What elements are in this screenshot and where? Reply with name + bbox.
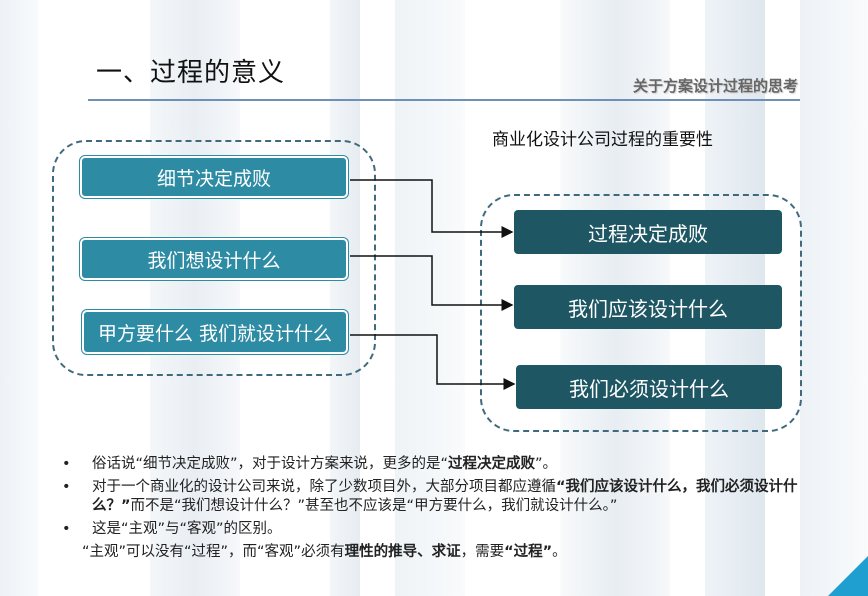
left-box-want-design: 我们想设计什么 bbox=[80, 238, 348, 280]
diagram-label: 商业化设计公司过程的重要性 bbox=[492, 130, 713, 150]
bullet-text: 而不是“我们想设计什么？”甚至也不应该是“甲方要什么，我们就设计什么。” bbox=[130, 498, 618, 514]
bullet-text: ”。 bbox=[535, 456, 558, 472]
bullet-emphasis: 过程决定成败 bbox=[448, 456, 536, 472]
left-box-details: 细节决定成败 bbox=[80, 156, 348, 198]
right-box-process: 过程决定成败 bbox=[514, 210, 782, 254]
right-box-must-design: 我们必须设计什么 bbox=[516, 365, 782, 409]
arrow-1 bbox=[350, 179, 514, 238]
left-group-outline bbox=[52, 140, 376, 376]
right-group-outline bbox=[480, 194, 802, 432]
bullet-item: • 对于一个商业化的设计公司来说，除了少数项目外，大部分项目都应遵循“我们应该设… bbox=[62, 478, 822, 516]
bullet-emphasis: “我们应该设计什么，我们必须设计什么？” bbox=[92, 479, 798, 514]
bullet-text: ，需要 bbox=[460, 544, 505, 560]
corner-accent bbox=[828, 556, 868, 596]
bullet-text: “主观”可以没有“过程”，而“客观”必须有 bbox=[82, 544, 345, 560]
page-subtitle: 关于方案设计过程的思考 bbox=[632, 77, 798, 95]
right-box-should-design: 我们应该设计什么 bbox=[514, 285, 782, 329]
bullet-marker: • bbox=[62, 456, 71, 472]
conclusion-line: “主观”可以没有“过程”，而“客观”必须有理性的推导、求证，需要“过程”。 bbox=[62, 543, 822, 562]
left-box-client-wants: 甲方要什么 我们就设计什么 bbox=[82, 310, 348, 354]
bullet-text: 对于一个商业化的设计公司来说，除了少数项目外，大部分项目都应遵循 bbox=[92, 479, 556, 495]
bullet-text: 。 bbox=[552, 544, 567, 560]
bullet-item: • 这是“主观”与“客观”的区别。 bbox=[62, 520, 822, 539]
title-divider bbox=[88, 99, 800, 101]
bullet-emphasis: “过程” bbox=[504, 544, 553, 560]
bullet-text: 这是“主观”与“客观”的区别。 bbox=[92, 521, 282, 537]
bullet-text: 俗话说“细节决定成败”，对于设计方案来说，更多的是“ bbox=[92, 456, 449, 472]
bg-stripe bbox=[800, 0, 868, 596]
page-title: 一、过程的意义 bbox=[96, 58, 286, 88]
arrow-3 bbox=[350, 334, 516, 390]
bullet-marker: • bbox=[62, 521, 71, 537]
bullet-emphasis: 理性的推导、求证 bbox=[344, 544, 461, 560]
bullet-item: • 俗话说“细节决定成败”，对于设计方案来说，更多的是“过程决定成败”。 bbox=[62, 455, 822, 474]
arrow-2 bbox=[350, 255, 514, 311]
bullet-list: • 俗话说“细节决定成败”，对于设计方案来说，更多的是“过程决定成败”。 • 对… bbox=[62, 455, 822, 562]
bullet-marker: • bbox=[62, 479, 71, 495]
bg-stripe bbox=[0, 0, 38, 596]
